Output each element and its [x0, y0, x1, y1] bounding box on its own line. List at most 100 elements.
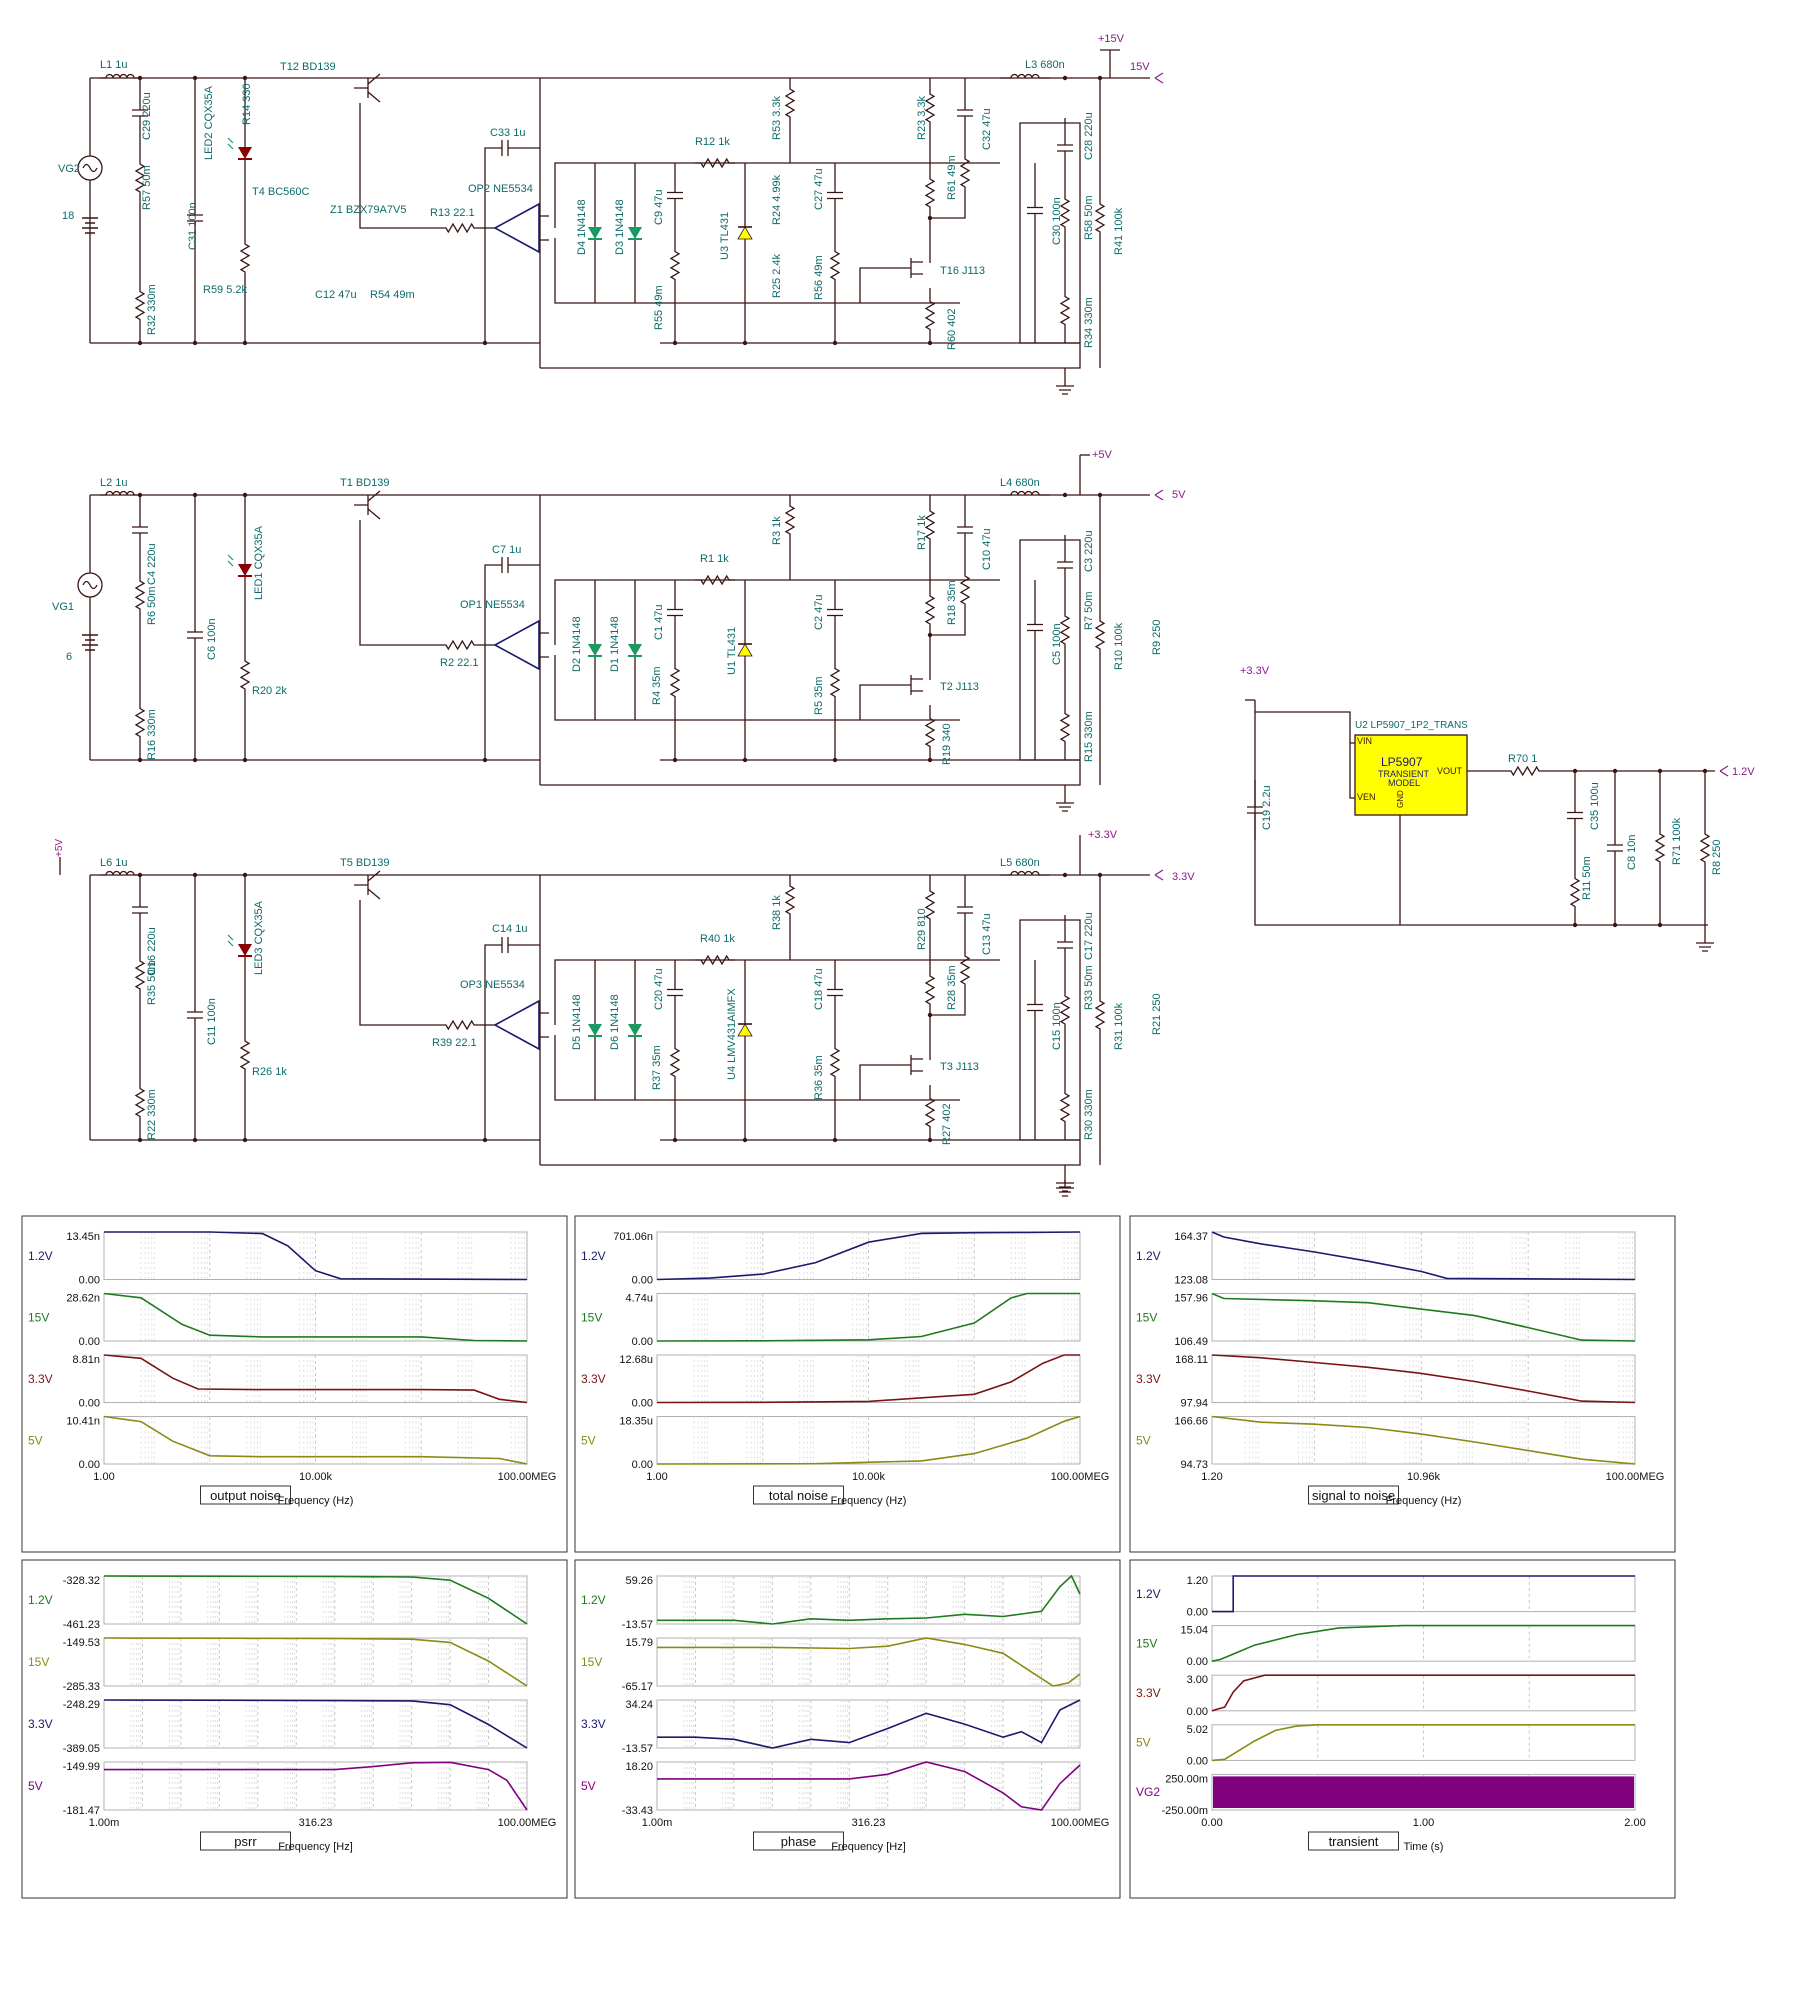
series-label: 5V: [1136, 1433, 1151, 1447]
wire: [554, 238, 960, 304]
junction-dot: [1572, 922, 1578, 928]
component-label: Z1 BZX79A7V5: [330, 204, 406, 216]
resistor: [924, 1085, 936, 1140]
junction-dot: [672, 1137, 678, 1143]
component-label: R5 35m: [813, 676, 825, 715]
component-label: R55 49m: [653, 285, 665, 330]
component-label: R40 1k: [700, 933, 735, 945]
series-line: [103, 1354, 528, 1404]
junction-dot: [742, 757, 748, 763]
component-label: C4 220u: [146, 543, 158, 585]
junction-dot: [192, 1137, 198, 1143]
chart-5-panel-0: 1.200.001.2V: [1136, 1575, 1636, 1619]
series-line: [1211, 1292, 1636, 1342]
junction-dot: [927, 215, 933, 221]
component-label: +15V: [1098, 33, 1125, 45]
component-label: T16 J113: [940, 265, 985, 277]
x-axis-label: Frequency [Hz]: [831, 1841, 906, 1853]
component-label: VG2: [58, 163, 80, 175]
resistor: [1505, 765, 1545, 777]
series-line: [657, 1574, 1081, 1625]
junction-dot: [927, 757, 933, 763]
component-label: LED2 CQX35A: [203, 85, 215, 160]
wire: [930, 995, 966, 1016]
resistor: [134, 945, 146, 1005]
resistor: [440, 639, 480, 651]
resistor: [1094, 975, 1106, 1055]
chart-title: signal to noise: [1312, 1488, 1395, 1503]
chart-3-panel-2: -248.29 -389.05 3.3V: [28, 1699, 528, 1755]
wire: [554, 162, 1000, 228]
led: [238, 564, 252, 576]
capacitor: [490, 140, 520, 156]
resistor: [134, 685, 146, 760]
chart-4-panel-2: 34.24-13.573.3V: [581, 1699, 1081, 1755]
component-label: T2 J113: [940, 681, 979, 693]
junction-dot: [192, 492, 198, 498]
y-min-label: -389.05: [63, 1743, 100, 1755]
resistor: [669, 645, 681, 720]
component-label: R61 49m: [946, 155, 958, 200]
component-label: R2 22.1: [440, 657, 479, 669]
junction-dot: [1657, 768, 1663, 774]
series-line: [1211, 1724, 1635, 1762]
resistor: [924, 875, 936, 935]
y-max-label: 28.62n: [66, 1293, 100, 1305]
x-axis-label: Frequency [Hz]: [278, 1841, 353, 1853]
series-label: 3.3V: [28, 1717, 53, 1731]
resistor: [1059, 278, 1071, 343]
wire: [554, 959, 1000, 1025]
port-arrow: [1719, 765, 1729, 777]
junction-dot: [482, 340, 488, 346]
chart-1: 701.06n0.001.2V4.74u0.0015V12.68u0.003.3…: [574, 1215, 1121, 1553]
y-min-label: -461.23: [63, 1619, 100, 1631]
component-label: C33 1u: [490, 127, 525, 139]
series-line: [1211, 1624, 1635, 1662]
component-label: C27 47u: [813, 168, 825, 210]
plot-area: [1211, 1724, 1636, 1761]
y-min-label: -33.43: [622, 1805, 653, 1817]
series-label: 5V: [28, 1433, 43, 1447]
resistor: [134, 268, 146, 343]
y-max-label: -248.29: [63, 1699, 100, 1711]
junction-dot: [927, 340, 933, 346]
led-rays: [227, 554, 234, 567]
pin-label: GND: [1396, 790, 1405, 808]
plot-area: [656, 1699, 1081, 1749]
component-label: L5 680n: [1000, 857, 1040, 869]
y-min-label: 0.00: [79, 1275, 100, 1287]
component-label: R29 810: [916, 908, 928, 950]
component-label: R22 330m: [146, 1089, 158, 1140]
wire: [859, 684, 899, 720]
component-label: R20 2k: [252, 685, 287, 697]
component-label: C30 100n: [1051, 197, 1063, 245]
component-label: R17 1k: [916, 515, 928, 550]
plot-area: [103, 1699, 528, 1749]
x-tick-label: 100.00MEG: [1051, 1471, 1110, 1483]
component-label: +5V: [54, 839, 65, 857]
component-label: C6 100n: [206, 618, 218, 660]
resistor: [1059, 178, 1071, 248]
y-max-label: 12.68u: [619, 1354, 653, 1366]
component-label: R31 100k: [1113, 1002, 1125, 1050]
junction-dot: [242, 75, 248, 81]
plot-area: [1211, 1293, 1636, 1342]
resistor: [924, 705, 936, 760]
y-max-label: 8.81n: [72, 1354, 100, 1366]
y-max-label: 4.74u: [625, 1293, 653, 1305]
plot-area: [656, 1575, 1081, 1625]
pin-label: VIN: [1357, 736, 1372, 746]
resistor: [1094, 595, 1106, 675]
series-line: [657, 1637, 1081, 1687]
transistor: [354, 73, 381, 103]
component-label: C28 220u: [1083, 112, 1095, 160]
component-label: R13 22.1: [430, 207, 475, 219]
component-label: R11 50m: [1581, 856, 1593, 900]
junction-dot: [137, 1137, 143, 1143]
chart-5: 1.200.001.2V15.040.0015V3.000.003.3V5.02…: [1129, 1559, 1676, 1899]
resistor: [784, 875, 796, 925]
